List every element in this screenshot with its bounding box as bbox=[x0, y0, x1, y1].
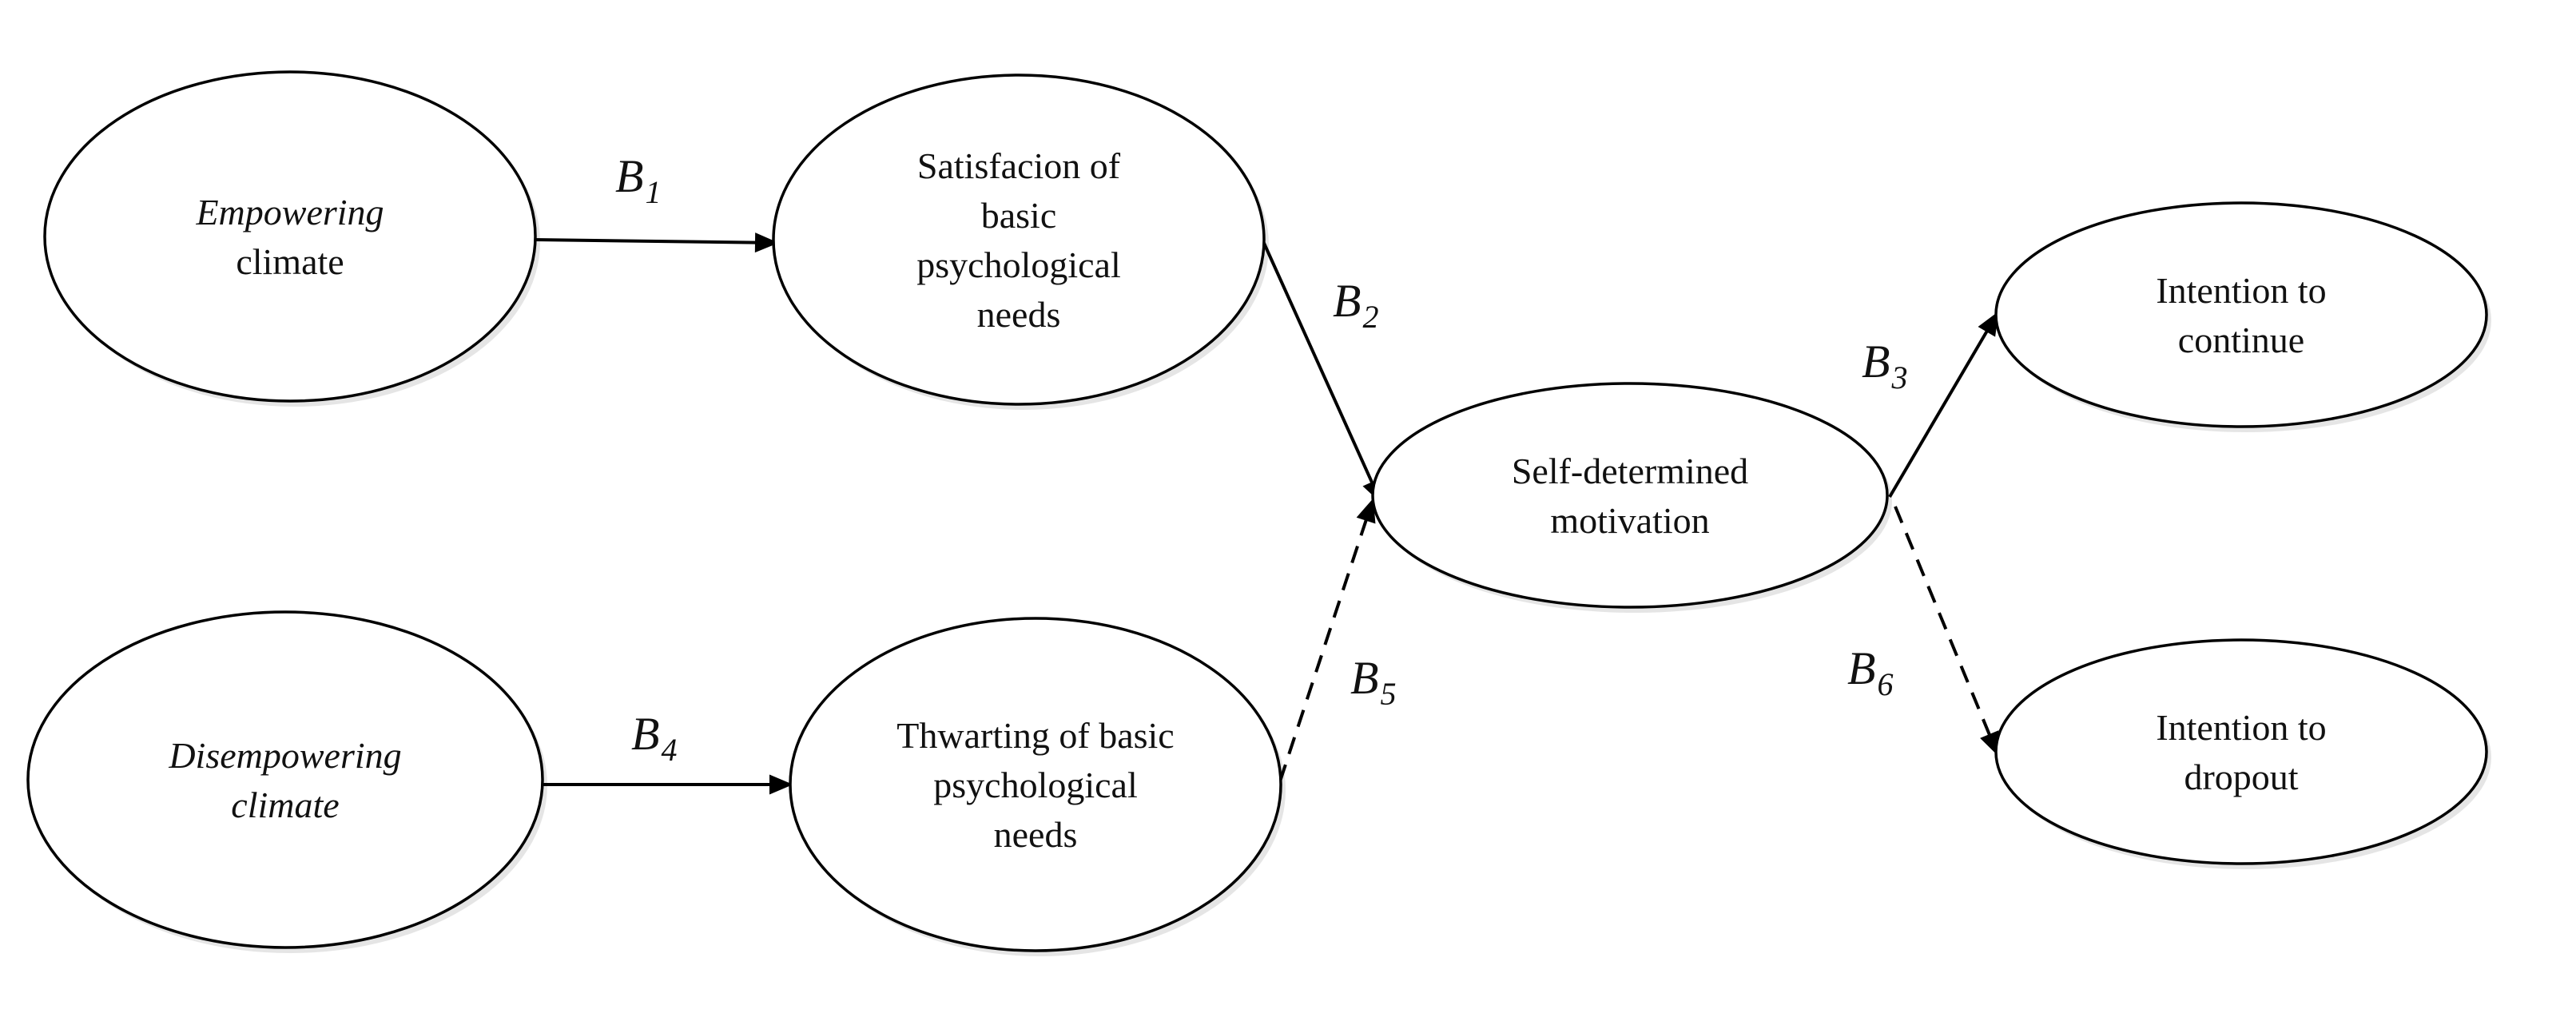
edge-arrowhead-b5 bbox=[1356, 498, 1376, 524]
node-label-motivation-line-1: motivation bbox=[1550, 500, 1709, 541]
node-label-dropout-line-1: dropout bbox=[2184, 757, 2298, 797]
coefficient-symbol-b2: B bbox=[1333, 275, 1361, 327]
node-label-thwarting-line-0: Thwarting of basic bbox=[896, 715, 1174, 756]
node-disempowering: Disempowering climate bbox=[26, 610, 544, 949]
node-label-disempowering-line-0: Disempowering bbox=[168, 735, 401, 776]
node-shape-dropout bbox=[1994, 638, 2488, 865]
node-label-continue-line-0: Intention to bbox=[2156, 270, 2326, 311]
coefficient-subscript-b1: 1 bbox=[645, 174, 661, 210]
coefficient-label-b1: B1 bbox=[615, 150, 661, 210]
node-label-dropout-line-0: Intention to bbox=[2156, 707, 2326, 748]
edge-line-b3 bbox=[1888, 330, 1989, 499]
node-shape-disempowering bbox=[26, 610, 544, 949]
node-label-satisfaction-line-0: Satisfacion of bbox=[917, 145, 1121, 186]
node-motivation: Self-determined motivation bbox=[1371, 382, 1889, 609]
edge-line-b2 bbox=[1261, 239, 1374, 484]
node-label-disempowering-line-1: climate bbox=[231, 785, 339, 825]
node-empowering: Empowering climate bbox=[43, 70, 537, 403]
edge-line-b5 bbox=[1278, 519, 1368, 782]
edge-line-b6 bbox=[1894, 506, 1991, 736]
node-label-satisfaction-line-1: basic bbox=[981, 195, 1057, 236]
node-shape-motivation bbox=[1371, 382, 1889, 609]
coefficient-symbol-b4: B bbox=[631, 708, 659, 760]
coefficient-subscript-b4: 4 bbox=[661, 732, 677, 768]
edge-line-b1 bbox=[533, 238, 757, 244]
coefficient-label-b5: B5 bbox=[1350, 652, 1396, 712]
node-label-empowering-line-0: Empowering bbox=[195, 192, 384, 232]
coefficient-symbol-b6: B bbox=[1847, 642, 1875, 694]
coefficient-label-b2: B2 bbox=[1333, 275, 1378, 335]
coefficient-symbol-b1: B bbox=[615, 150, 643, 202]
node-continue: Intention to continue bbox=[1994, 201, 2488, 428]
node-label-empowering-line-1: climate bbox=[236, 241, 344, 282]
node-dropout: Intention to dropout bbox=[1994, 638, 2488, 865]
node-label-satisfaction-line-2: psychological bbox=[916, 244, 1121, 285]
node-shape-empowering bbox=[43, 70, 537, 403]
node-label-thwarting-line-1: psychological bbox=[933, 765, 1138, 805]
node-label-satisfaction-line-3: needs bbox=[977, 294, 1061, 335]
node-label-motivation-line-0: Self-determined bbox=[1512, 451, 1748, 491]
diagram-nodes: Empowering climate Satisfacion of basic psyc… bbox=[26, 70, 2488, 952]
node-thwarting: Thwarting of basic psychological needs bbox=[789, 617, 1282, 952]
node-satisfaction: Satisfacion of basic psychological needs bbox=[772, 74, 1266, 406]
node-shape-thwarting bbox=[789, 617, 1282, 952]
diagram-edges bbox=[533, 232, 1999, 795]
coefficient-symbol-b5: B bbox=[1350, 652, 1378, 704]
edge-arrowhead-b4 bbox=[769, 774, 793, 795]
node-shape-satisfaction bbox=[772, 74, 1266, 406]
edge-arrowhead-b1 bbox=[754, 232, 779, 253]
coefficient-label-b3: B3 bbox=[1862, 336, 1907, 395]
coefficient-subscript-b5: 5 bbox=[1380, 676, 1396, 712]
coefficient-label-b6: B6 bbox=[1847, 642, 1893, 702]
coefficient-label-b4: B4 bbox=[631, 708, 677, 768]
coefficient-symbol-b3: B bbox=[1862, 336, 1890, 387]
node-label-continue-line-1: continue bbox=[2178, 320, 2304, 360]
node-shape-continue bbox=[1994, 201, 2488, 428]
coefficient-subscript-b2: 2 bbox=[1362, 299, 1378, 335]
coefficient-subscript-b3: 3 bbox=[1890, 360, 1907, 395]
coefficient-subscript-b6: 6 bbox=[1877, 666, 1893, 702]
node-label-thwarting-line-2: needs bbox=[994, 814, 1078, 855]
